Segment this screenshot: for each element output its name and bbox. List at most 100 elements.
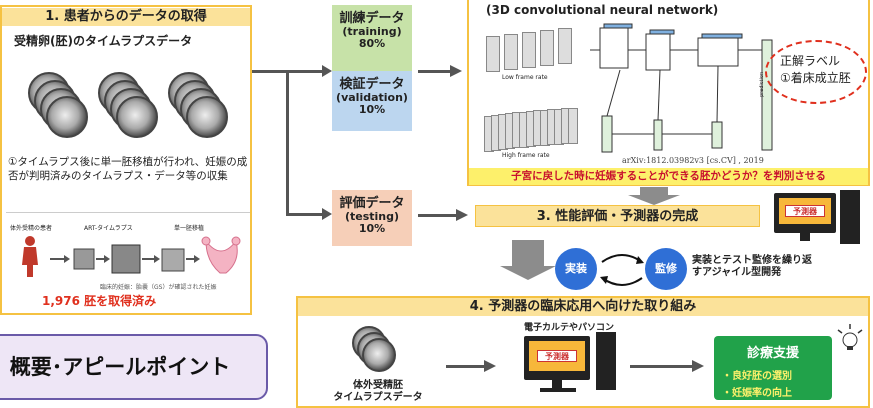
embryo-image [116,96,158,138]
correct-label-item: ①着床成立胚 [780,71,851,85]
predictor-tower [840,190,860,244]
testing-data-pct: 10% [358,222,386,235]
step4-stand [552,380,562,388]
data-acquisition-panel [0,5,252,315]
to-evaluation-line [418,214,458,217]
implementation-badge: 実装 [555,248,597,290]
main-flow-line [252,70,288,73]
cnn-banner: 子宮に戻した時に妊娠することができる胚かどうか？を判別させる [469,168,868,185]
step4-base [540,388,576,392]
down-arrow-head-icon [628,195,680,205]
clinical-support-box: 診療支援 ・良好胚の選別 ・妊娠率の向上 [714,336,832,400]
down-arrow-head-icon [500,266,556,280]
flow-embryo-image [73,248,95,270]
split-to-test-line [286,213,326,216]
arrow-head-icon [450,65,462,77]
cnn-title: (3D convolutional neural network) [486,3,719,17]
slow-pathway [590,23,762,71]
network-diagram: prediction [590,23,773,153]
step4-tower [596,332,616,390]
validation-data-sub: (validation) [336,91,408,104]
arrow-head-icon [692,360,704,372]
step4-embryo-stack [352,326,402,376]
clinical-support-item: ・妊娠率の向上 [722,388,792,399]
flow-patient-label: 体外受精の患者 [10,225,53,232]
frame [568,108,578,144]
prediction-text: prediction [759,72,765,97]
high-frame-stack [484,108,594,152]
flow-svg [22,236,241,277]
frame [540,30,554,66]
frame [558,28,572,64]
embryo-stack-1 [28,72,88,142]
flow-transfer-label: 単一胚移植 [174,225,205,232]
uterus-icon [201,236,241,274]
lightbulb-icon [837,324,863,350]
timelapse-subtitle: 受精卵(胚)のタイムラプスデータ [14,34,193,48]
down-arrow-cnn [640,187,668,197]
clinical-support-title: 診療支援 [746,346,799,361]
step4-header: 4. 予測器の臨床応用へ向けた取り組み [298,298,868,316]
correct-label-ellipse [765,40,867,104]
embryo-timelapse-label: 体外受精胚 タイムラプスデータ [333,380,423,403]
training-data-sub: (training) [342,25,402,38]
embryo-stack-2 [98,72,158,142]
pc-label: 電子カルテやパソコン [524,323,615,333]
cycle-arrows-icon [600,254,644,286]
cnn-panel [467,0,870,186]
arrow-head-icon [456,209,468,221]
validation-data-box: 検証データ (validation) 10% [332,71,412,131]
step3-header: 3. 性能評価・予測器の完成 [475,205,760,227]
clinical-pregnancy-footnote: 臨床的妊娠：胎嚢（GS）が確認された妊娠 [100,284,217,291]
testing-data-box: 評価データ (testing) 10% [332,190,412,246]
embryo-stack-3 [168,72,228,142]
predictor-screen: 予測器 [779,198,831,224]
arrow-head-icon [322,208,332,220]
supervision-badge: 監修 [645,248,687,290]
correct-label-title: 正解ラベル [780,54,841,68]
step4-arrow-line-1 [446,365,486,368]
high-frame-label: High frame rate [502,152,550,159]
step4-arrow-line-2 [630,365,694,368]
prediction-layer [761,39,773,151]
arrow-head-icon [484,360,496,372]
predictor-monitor: 予測器 [774,193,836,233]
training-data-box: 訓練データ (training) 80% [332,5,412,71]
down-arrow-step4 [512,240,544,266]
agile-description: 実装とテスト監修を繰り返すアジャイル型開発 [692,255,812,278]
clinical-application-panel [296,296,870,408]
fast-pathway [601,65,723,153]
step1-header: 1. 患者からのデータの取得 [2,8,250,26]
step4-screen: 予測器 [529,341,585,371]
flow-arrow-icon [50,255,70,263]
flow-arrow-icon [186,255,200,263]
testing-data-title: 評価データ [339,196,405,211]
validation-data-pct: 10% [358,103,386,116]
step4-monitor: 予測器 [524,336,590,380]
flow-art-label: ART-タイムラプス [84,225,133,232]
testing-data-sub: (testing) [344,210,400,223]
training-data-title: 訓練データ [339,11,405,26]
frame [486,36,500,72]
flow-arrow-icon [96,255,110,263]
frame [504,34,518,70]
clinical-support-item: ・良好胚の選別 [722,371,792,382]
patient-icon [22,236,38,277]
cnn-citation: arXiv:1812.03982v3 [cs.CV] , 2019 [622,156,764,165]
flow-arrow-icon [142,255,160,263]
embryo-image [362,338,396,372]
frame [522,32,536,68]
low-frame-stack [486,28,576,72]
training-data-pct: 80% [358,37,386,50]
flow-embryo-image [161,248,185,272]
step4-predictor-label: 予測器 [537,350,577,362]
predictor-stand [800,233,810,241]
appeal-point-overlay[interactable]: 概要･アピールポイント [0,334,268,400]
low-frame-label: Low frame rate [502,74,548,81]
validation-data-title: 検証データ [339,77,405,92]
flow-embryo-image [111,244,141,274]
to-cnn-line [418,70,452,73]
embryo-count: 1,976 胚を取得済み [42,294,157,308]
arrow-head-icon [322,65,332,77]
split-vertical-line [286,70,289,216]
